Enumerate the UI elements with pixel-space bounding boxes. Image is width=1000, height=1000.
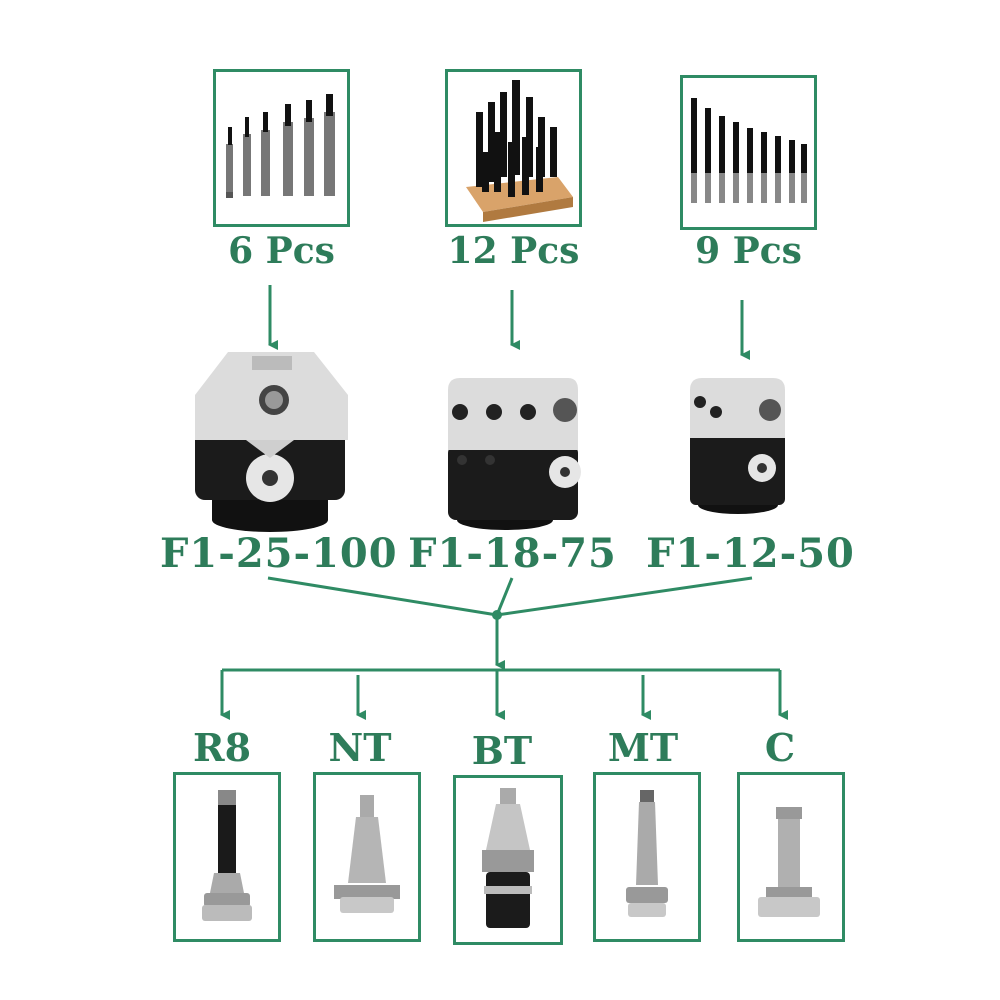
bar-set-12-label: 12 Pcs bbox=[447, 230, 580, 272]
shank-mt-label: MT bbox=[607, 725, 679, 770]
merge-line-left bbox=[267, 576, 498, 617]
shank-nt-label: NT bbox=[328, 725, 392, 770]
shank-mt-frame bbox=[593, 772, 701, 942]
shank-nt-frame bbox=[313, 772, 421, 942]
shank-bt-frame bbox=[453, 775, 563, 945]
nt-shank-icon bbox=[334, 795, 400, 913]
merge-line-right bbox=[496, 576, 753, 617]
shank-r8-label: R8 bbox=[192, 725, 252, 770]
shank-c-frame bbox=[737, 772, 845, 942]
bar-set-6-frame bbox=[213, 69, 350, 227]
head-large-label: F1-25-100 bbox=[160, 530, 398, 577]
r8-shank-icon bbox=[202, 790, 252, 921]
merge-line-center bbox=[495, 577, 514, 616]
c-shank-icon bbox=[758, 807, 820, 917]
bar-set-9-label: 9 Pcs bbox=[695, 230, 802, 272]
boring-bars-6-icon bbox=[226, 94, 335, 198]
head-medium-label: F1-18-75 bbox=[408, 530, 617, 577]
shank-r8-frame bbox=[173, 772, 281, 942]
junction-dot bbox=[492, 610, 502, 620]
mt-shank-icon bbox=[626, 790, 668, 917]
boring-bars-12-in-wooden-stand-icon bbox=[466, 80, 573, 222]
head-small-label: F1-12-50 bbox=[646, 530, 855, 577]
shank-c-label: C bbox=[764, 725, 796, 770]
boring-bars-9-icon bbox=[691, 98, 807, 203]
shank-bt-label: BT bbox=[471, 728, 533, 773]
bar-set-9-frame bbox=[680, 75, 817, 230]
bar-set-6-label: 6 Pcs bbox=[228, 230, 335, 272]
bar-set-12-frame bbox=[445, 69, 582, 227]
bt-shank-icon bbox=[482, 788, 534, 928]
